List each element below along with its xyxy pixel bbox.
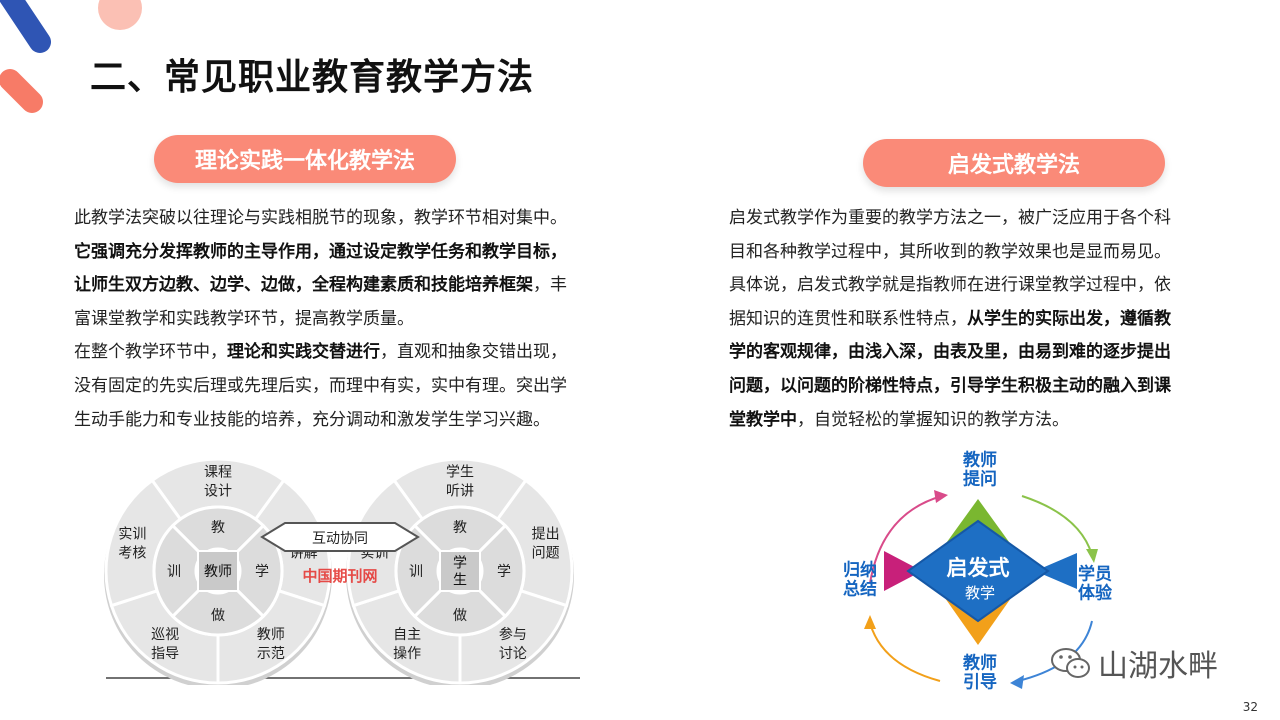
left-paragraph: 此教学法突破以往理论与实践相脱节的现象，教学环节相对集中。它强调充分发挥教师的主…: [74, 202, 624, 437]
inner-segment-label: 做: [211, 608, 225, 624]
paragraph-line: 生动手能力和专业技能的培养，充分调动和激发学生学习兴趣。: [74, 404, 624, 438]
arrow-head: [934, 490, 948, 503]
paragraph-line: 目和各种教学过程中，其所收到的教学效果也是显而易见。: [729, 236, 1224, 270]
text-segment: 具体说，启发式教学就是指教师在进行课堂教学过程中，依: [729, 275, 1171, 296]
paragraph-line: 此教学法突破以往理论与实践相脱节的现象，教学环节相对集中。: [74, 202, 624, 236]
bridge-label: 互动协同: [312, 531, 368, 547]
inner-segment: [170, 584, 266, 637]
inner-segment-label: 训: [409, 564, 423, 580]
text-segment: 目和各种教学过程中，其所收到的教学效果也是显而易见。: [729, 241, 1171, 262]
paragraph-line: 富课堂教学和实践教学环节，提高教学质量。: [74, 303, 624, 337]
inner-segment: [170, 505, 266, 558]
paragraph-line: 据知识的连贯性和联系性特点，从学生的实际出发，遵循教: [729, 303, 1224, 337]
inner-segment: [412, 584, 508, 637]
bold-segment: 理论和实践交替进行: [227, 342, 380, 363]
outer-segment-label: 学生听讲: [446, 464, 474, 499]
interaction-bridge: 互动协同: [260, 522, 420, 552]
wheel-center-label: 学生: [453, 555, 467, 588]
bold-segment: 它强调充分发挥教师的主导作用，通过设定教学任务和教学目标，: [74, 241, 567, 262]
inner-segment-label: 学: [255, 564, 269, 580]
outer-segment-label: 自主操作: [393, 627, 421, 662]
text-segment: 富课堂教学和实践教学环节，提高教学质量。: [74, 308, 414, 329]
journal-watermark: 中国期刊网: [302, 567, 377, 585]
text-segment: 启发式教学作为重要的教学方法之一，被广泛应用于各个科: [729, 208, 1171, 228]
outer-segment-label: 参与讨论: [499, 626, 527, 662]
text-segment: 在整个教学环节中，: [74, 342, 227, 363]
text-segment: 据知识的连贯性和联系性特点，: [729, 308, 967, 329]
text-segment: ，自觉轻松的掌握知识的教学方法。: [797, 409, 1069, 430]
page-title: 二、常见职业教育教学方法: [90, 56, 535, 98]
inner-segment: [412, 505, 508, 558]
paragraph-line: 启发式教学作为重要的教学方法之一，被广泛应用于各个科: [729, 202, 1224, 236]
outer-segment-label: 教师示范: [257, 627, 285, 662]
inner-segment-label: 训: [167, 564, 181, 580]
wheel-center-label: 教师: [204, 564, 232, 580]
right-point: [1035, 553, 1077, 589]
paragraph-line: 问题，以问题的阶梯性特点，引导学生积极主动的融入到课: [729, 370, 1224, 404]
bold-segment: 学的客观规律，由浅入深，由表及里，由易到难的逐步提出: [729, 342, 1171, 363]
watermark-text: 山湖水畔: [1098, 649, 1218, 684]
student-wheel: 学生听讲提出问题参与讨论自主操作企业实训教学做训学生: [346, 457, 574, 685]
wechat-icon: [1051, 648, 1090, 678]
diamond-label-left: 归纳总结: [843, 559, 877, 599]
teacher-wheel: 课程设计教师讲解教师示范巡视指导实训考核教学做训教师: [104, 457, 332, 685]
diamond-label-top: 教师提问: [962, 449, 997, 489]
inner-segment-label: 学: [497, 564, 511, 580]
center-diamond: [906, 519, 1050, 623]
bold-segment: 从学生的实际出发，遵循教: [967, 308, 1171, 329]
paragraph-line: 堂教学中，自觉轻松的掌握知识的教学方法。: [729, 404, 1224, 438]
wechat-watermark: 山湖水畔: [1050, 641, 1218, 685]
text-segment: 没有固定的先实后理或先理后实，而理中有实，实中有理。突出学: [74, 375, 567, 396]
text-segment: ，直观和抽象交错出现，: [380, 342, 567, 363]
inner-segment: [473, 523, 526, 619]
text-segment: ，丰: [533, 275, 567, 296]
bold-segment: 问题，以问题的阶梯性特点，引导学生积极主动的融入到课: [729, 375, 1171, 396]
paragraph-line: 让师生双方边教、边学、边做，全程构建素质和技能培养框架，丰: [74, 269, 624, 303]
integration-wheel-diagram: 课程设计教师讲解教师示范巡视指导实训考核教学做训教师 学生听讲提出问题参与讨论自…: [104, 457, 580, 685]
outer-segment-label: 课程设计: [204, 464, 232, 499]
paragraph-line: 学的客观规律，由浅入深，由表及里，由易到难的逐步提出: [729, 336, 1224, 370]
right-method-pill: 启发式教学法: [863, 139, 1165, 187]
right-paragraph: 启发式教学作为重要的教学方法之一，被广泛应用于各个科目和各种教学过程中，其所收到…: [729, 202, 1224, 437]
outer-segment-label: 巡视指导: [151, 627, 179, 662]
page-number: 32: [1242, 700, 1258, 714]
outer-segment-label: 提出问题: [532, 527, 560, 562]
inner-segment-label: 教: [453, 520, 467, 536]
bold-segment: 让师生双方边教、边学、边做，全程构建素质和技能培养框架: [74, 275, 533, 296]
wheel-center: [439, 550, 481, 592]
wheel-center: [197, 550, 239, 592]
bold-segment: 堂教学中: [729, 409, 797, 430]
corner-decoration: [0, 0, 142, 113]
diamond-center-main: 启发式: [947, 556, 1010, 580]
diamond-label-right: 学员体验: [1078, 563, 1113, 603]
paragraph-line: 在整个教学环节中，理论和实践交替进行，直观和抽象交错出现，: [74, 336, 624, 370]
paragraph-line: 具体说，启发式教学就是指教师在进行课堂教学过程中，依: [729, 269, 1224, 303]
text-segment: 生动手能力和专业技能的培养，充分调动和激发学生学习兴趣。: [74, 409, 550, 430]
paragraph-line: 它强调充分发挥教师的主导作用，通过设定教学任务和教学目标，: [74, 236, 624, 270]
inner-segment-label: 教: [211, 520, 225, 536]
diamond-label-bottom: 教师引导: [962, 652, 997, 692]
paragraph-line: 没有固定的先实后理或先理后实，而理中有实，实中有理。突出学: [74, 370, 624, 404]
left-method-pill: 理论实践一体化教学法: [154, 135, 456, 183]
left-point: [884, 551, 922, 591]
text-segment: 此教学法突破以往理论与实践相脱节的现象，教学环节相对集中。: [74, 208, 567, 228]
diamond-center-sub: 教学: [965, 584, 995, 602]
inner-segment: [152, 523, 205, 619]
inner-segment-label: 做: [453, 608, 467, 624]
outer-segment-label: 实训考核: [118, 527, 146, 562]
